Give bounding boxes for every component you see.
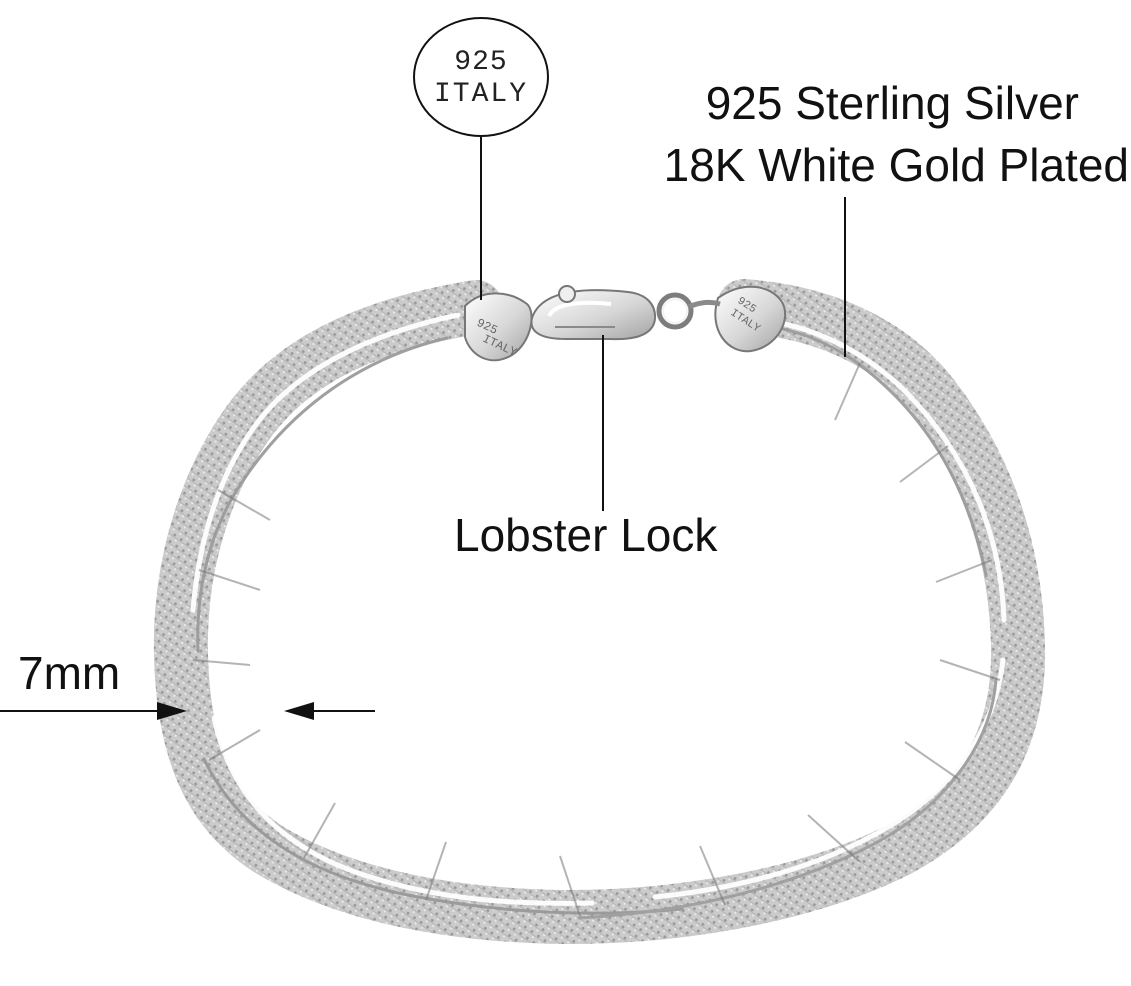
bracelet-chain-body bbox=[153, 279, 1046, 945]
width-right-arrow-icon bbox=[284, 702, 314, 720]
width-label: 7mm bbox=[18, 647, 121, 699]
lobster-lock-label: Lobster Lock bbox=[454, 509, 718, 561]
stamp-purity-text: 925 bbox=[454, 47, 508, 78]
material-label-line-1: 925 Sterling Silver bbox=[705, 77, 1079, 129]
material-label-line-2: 18K White Gold Plated bbox=[663, 139, 1129, 191]
lobster-clasp-illustration: 925 ITALY 925 ITALY bbox=[464, 285, 787, 362]
width-left-arrow-icon bbox=[157, 702, 187, 720]
silver-stamp-badge: 925 ITALY bbox=[413, 17, 549, 137]
stamp-origin-text: ITALY bbox=[433, 79, 528, 110]
callout-lines bbox=[0, 137, 846, 720]
